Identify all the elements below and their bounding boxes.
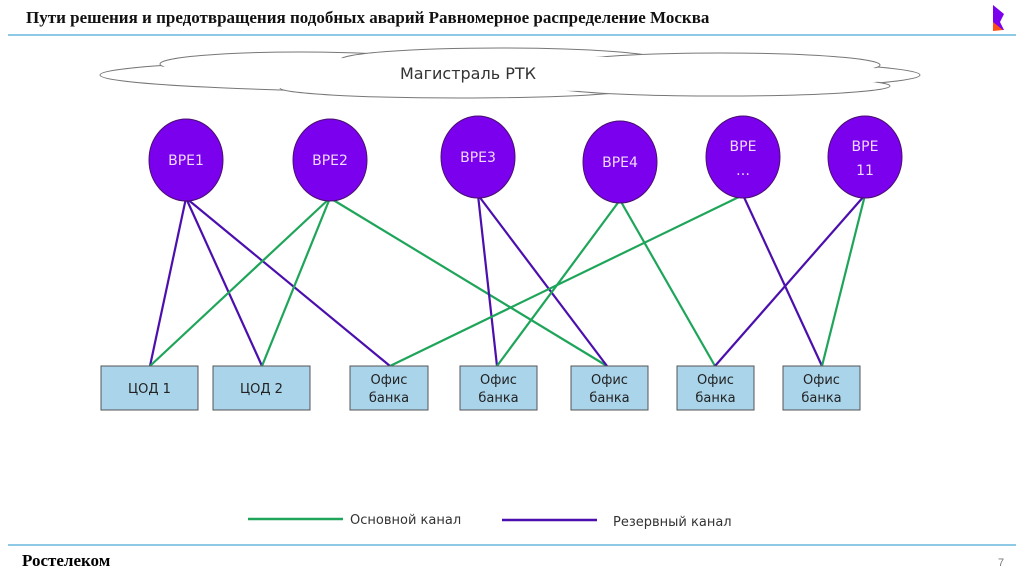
bpe-node[interactable]: BPE1: [148, 118, 224, 202]
site-box[interactable]: Офис банка: [782, 365, 861, 411]
bpe-label: BPE1: [168, 153, 204, 169]
link-reserve: [184, 197, 264, 367]
header-divider: [8, 34, 1016, 36]
link-main: [260, 197, 332, 367]
site-box[interactable]: Офис банка: [676, 365, 755, 411]
link-reserve: [477, 194, 608, 367]
bpe-label-2: 11: [856, 163, 874, 179]
site-label-2: банка: [695, 391, 735, 406]
legend: Основной канал Резервный канал: [248, 513, 732, 530]
bpe-node[interactable]: BPE2: [292, 118, 368, 202]
legend-reserve-label: Резервный канал: [613, 515, 732, 530]
legend-main-label: Основной канал: [350, 513, 461, 528]
site-label: Офис: [697, 373, 734, 388]
link-main: [619, 199, 716, 367]
bpe-node[interactable]: BPE3: [440, 115, 516, 199]
link-reserve: [476, 194, 499, 367]
logo-icon: [993, 5, 1004, 31]
backbone-cloud: [99, 47, 921, 99]
site-box[interactable]: Офис банка: [349, 365, 429, 411]
site-label: Офис: [591, 373, 628, 388]
bpe-node[interactable]: BPE 11: [827, 115, 903, 199]
link-reserve: [185, 197, 391, 367]
site-box[interactable]: Офис банка: [570, 365, 649, 411]
bpe-label: BPE3: [460, 150, 496, 166]
link-reserve: [714, 194, 866, 367]
site-label: Офис: [371, 373, 408, 388]
bpe-label-2: …: [736, 163, 750, 179]
bpe-label: BPE2: [312, 153, 348, 169]
site-label-2: банка: [589, 391, 629, 406]
site-label: ЦОД 2: [240, 382, 283, 397]
link-main: [149, 197, 331, 367]
link-main: [496, 199, 621, 367]
link-reserve: [742, 194, 823, 367]
link-main: [389, 194, 744, 367]
bpe-label: BPE4: [602, 155, 638, 171]
site-box[interactable]: Офис банка: [459, 365, 538, 411]
site-label: Офис: [803, 373, 840, 388]
site-label-2: банка: [369, 391, 409, 406]
footer-divider: [8, 544, 1016, 546]
link-main: [329, 197, 608, 367]
page-number: 7: [998, 557, 1005, 569]
slide-title: Пути решения и предотвращения подобных а…: [26, 8, 710, 27]
bpe-node[interactable]: BPE4: [582, 120, 658, 204]
site-label: Офис: [480, 373, 517, 388]
bpe-label: BPE: [852, 139, 879, 155]
site-label: ЦОД 1: [128, 382, 171, 397]
link-reserve: [148, 197, 188, 367]
bpe-node[interactable]: BPE …: [705, 115, 781, 199]
footer-brand: Ростелеком: [22, 551, 111, 570]
bpe-label: BPE: [730, 139, 757, 155]
site-label-2: банка: [801, 391, 841, 406]
site-label-2: банка: [478, 391, 518, 406]
link-main: [820, 194, 867, 367]
cloud-label: Магистраль РТК: [400, 64, 537, 83]
site-box[interactable]: ЦОД 1: [100, 365, 199, 411]
site-box[interactable]: ЦОД 2: [212, 365, 311, 411]
